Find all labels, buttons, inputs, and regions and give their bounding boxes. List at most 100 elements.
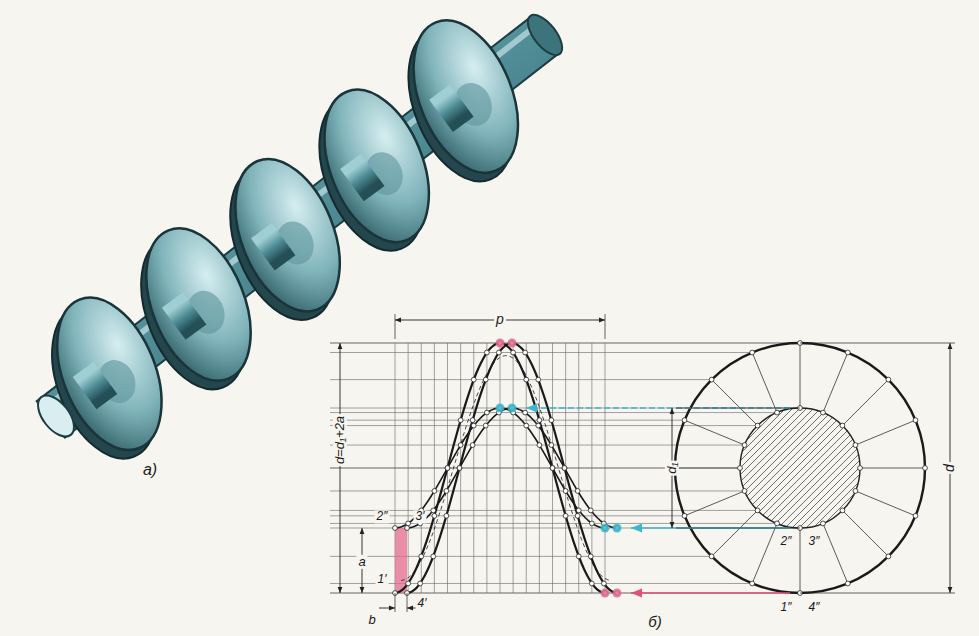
division-point [709,554,714,559]
point-label: 1″ [779,601,794,614]
marked-point [601,589,610,598]
helix-point [444,489,449,494]
marked-point [508,339,517,348]
helix-point [470,443,475,448]
helix-point [484,350,489,355]
helix-point [601,581,606,586]
division-point [913,418,918,423]
radial-line [712,510,758,556]
radial-line [752,523,777,583]
dimension-line [340,343,341,593]
radial-line [675,468,740,469]
division-point [742,489,747,494]
point-label: 4′ [416,597,429,610]
radial-line [685,420,745,445]
division-point [775,410,780,415]
point-label: 2″ [779,535,794,548]
division-point [750,581,755,586]
helix-point [524,423,529,428]
radial-line [842,380,888,426]
helix-point [457,466,462,471]
point-label: 2″ [375,510,390,523]
division-point [682,513,687,518]
division-point [738,466,743,471]
helix-point [562,466,567,471]
extension-line [407,593,408,612]
helix-point [523,410,528,415]
marked-point [496,404,505,413]
helix-point [484,410,489,415]
marked-point [508,404,517,413]
projection-line [330,420,685,421]
helix-point [536,377,541,382]
marked-point [601,524,610,533]
division-point [821,410,826,415]
helix-point [575,513,580,518]
dimension-label: d [942,462,957,474]
helix-point [483,377,488,382]
helix-point [458,418,463,423]
radial-line [860,468,925,469]
helix-point [470,418,475,423]
helix-point [432,489,437,494]
projection-line [330,510,758,511]
division-point [709,377,714,382]
helix-point [496,350,501,355]
extension-line [395,593,396,612]
helix-curve [395,408,605,528]
radial-line [752,353,777,413]
extension-line [605,314,606,339]
division-point [913,513,918,518]
flight-circle [675,343,925,593]
division-point [923,466,928,471]
helix-point [563,513,568,518]
helix-point [549,443,554,448]
helix-point [457,466,462,471]
helix-curve [395,343,605,593]
helix-point [562,466,567,471]
helix-point [549,418,554,423]
flight-section [395,528,407,593]
extension-line [800,343,955,344]
helix-point [418,581,423,586]
projection-line [330,425,758,426]
radial-line [800,343,801,408]
helix-point [405,526,410,531]
helix-point [471,423,476,428]
helix-point [537,443,542,448]
point-label: 1′ [376,573,389,586]
helix-point [576,554,581,559]
division-point [821,521,826,526]
shaft-segment [441,101,462,116]
division-point [840,508,845,513]
radial-line [712,380,758,426]
point-label: 3″ [807,535,822,548]
helix-point [511,350,516,355]
division-point [845,350,850,355]
shaft-circle [740,408,860,528]
division-point [755,508,760,513]
helix-point [550,466,555,471]
projection-line [330,556,712,557]
projection-line [330,583,752,584]
dimension-label: d=d₁+2a [333,414,347,466]
radial-line [823,523,848,583]
division-point [845,581,850,586]
helix-point [588,554,593,559]
projection-line [330,408,800,409]
helix-point [563,489,568,494]
helix-point [471,377,476,382]
division-point [853,443,858,448]
helix-point [406,521,411,526]
dimension-label: a [356,555,367,569]
marked-point [496,339,505,348]
helix-point [483,423,488,428]
helix-point [432,513,437,518]
radial-line [800,528,801,593]
helix-point [550,466,555,471]
division-point [682,418,687,423]
helix-point [458,443,463,448]
dimension-line [379,608,395,609]
